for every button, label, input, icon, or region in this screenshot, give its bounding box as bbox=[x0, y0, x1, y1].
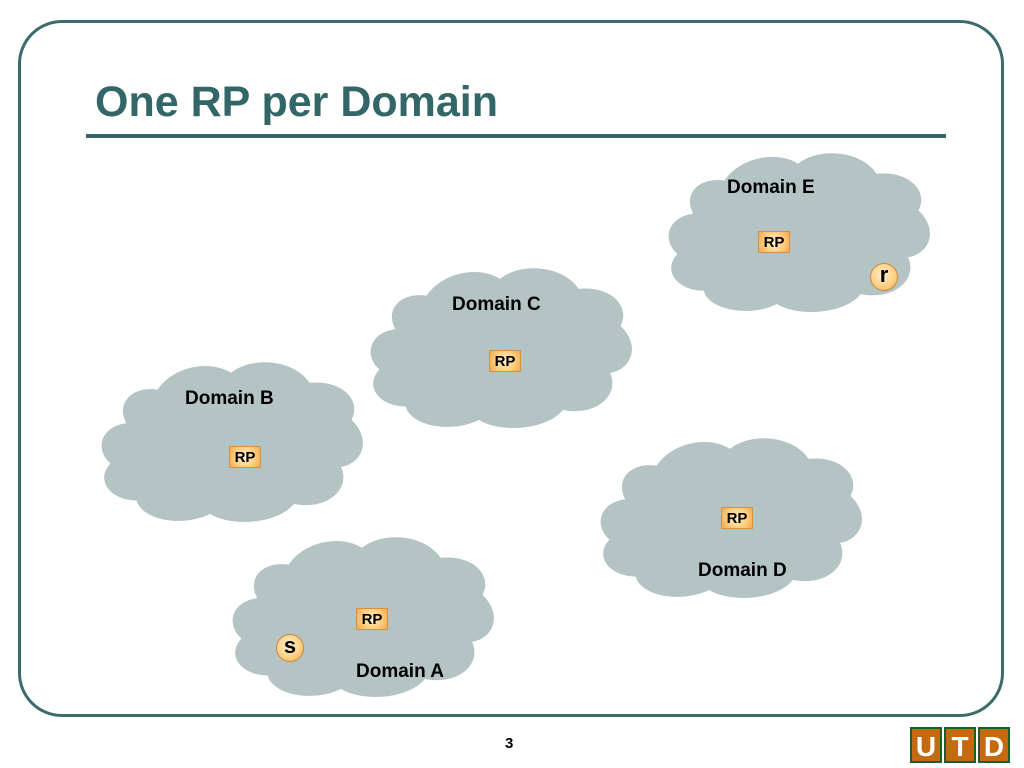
domain-a-label: Domain A bbox=[356, 661, 444, 682]
domain-b-rp-node: RP bbox=[229, 446, 261, 468]
domain-d-label: Domain D bbox=[698, 560, 787, 581]
cloud-domain-c bbox=[369, 267, 633, 430]
title-rule bbox=[86, 134, 946, 138]
receiver-node: r bbox=[870, 263, 898, 291]
utd-logo: U T D bbox=[910, 727, 1010, 763]
cloud-domain-b bbox=[100, 361, 364, 524]
slide-frame bbox=[18, 20, 1004, 717]
logo-letter-t: T bbox=[944, 727, 976, 763]
domain-c-label: Domain C bbox=[452, 294, 541, 315]
domain-d-rp-node: RP bbox=[721, 507, 753, 529]
domain-a-rp-node: RP bbox=[356, 608, 388, 630]
logo-letter-d: D bbox=[978, 727, 1010, 763]
slide-title: One RP per Domain bbox=[95, 78, 499, 126]
domain-e-rp-node: RP bbox=[758, 231, 790, 253]
domain-c-rp-node: RP bbox=[489, 350, 521, 372]
logo-letter-u: U bbox=[910, 727, 942, 763]
domain-b-label: Domain B bbox=[185, 388, 274, 409]
domain-e-label: Domain E bbox=[727, 177, 815, 198]
page-number: 3 bbox=[505, 735, 514, 752]
source-node: s bbox=[276, 634, 304, 662]
